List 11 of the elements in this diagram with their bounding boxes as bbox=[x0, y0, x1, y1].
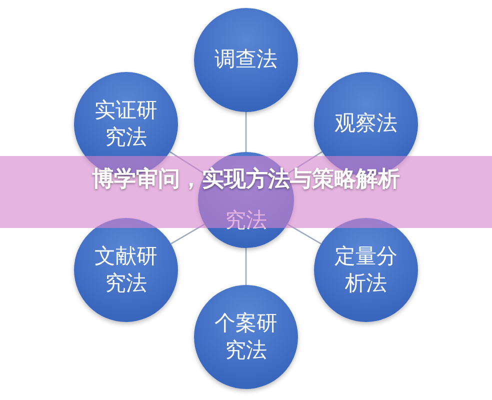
node-label: 调查法 bbox=[214, 46, 278, 74]
node-label: 个案研究法 bbox=[214, 310, 278, 364]
connector-line bbox=[170, 224, 205, 244]
connector-line bbox=[245, 248, 247, 285]
connector-line bbox=[245, 112, 247, 152]
node-label: 观察法 bbox=[334, 110, 398, 138]
connector-line bbox=[287, 224, 322, 244]
node-label: 文献研究法 bbox=[94, 242, 158, 297]
node-label: 定量分析法 bbox=[334, 242, 398, 297]
node-label: 实证研究法 bbox=[94, 96, 158, 151]
node-label: 究法 bbox=[224, 206, 268, 234]
